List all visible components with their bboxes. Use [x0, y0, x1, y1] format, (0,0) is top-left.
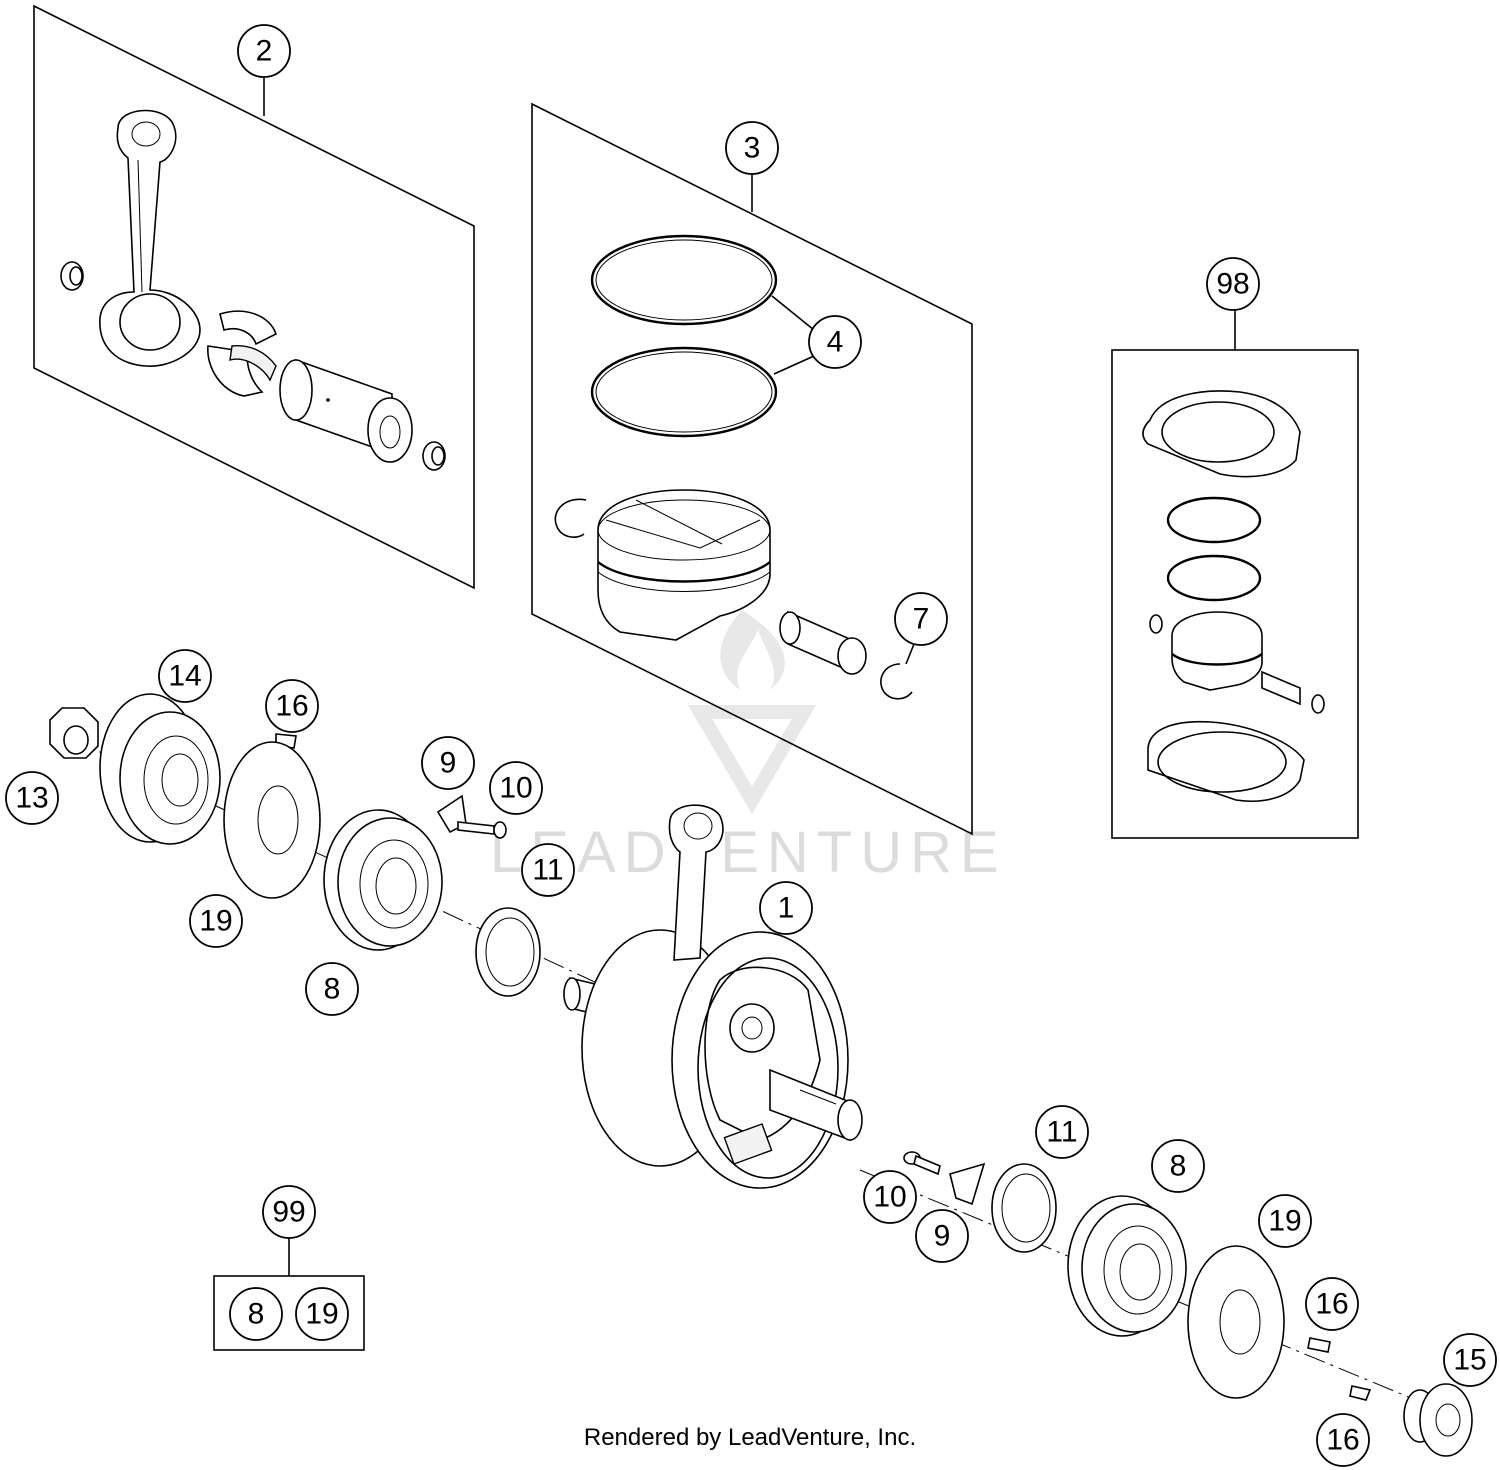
- svg-text:9: 9: [934, 1220, 951, 1253]
- callout-1: 1: [759, 881, 813, 935]
- svg-text:99: 99: [272, 1196, 305, 1229]
- rendered-by-footer: Rendered by LeadVenture, Inc.: [583, 1424, 917, 1451]
- callout-8-right: 8: [1151, 1139, 1205, 1193]
- svg-text:16: 16: [1315, 1288, 1348, 1321]
- panel-98-kit: [1111, 310, 1359, 839]
- crankshaft-assembly: [563, 804, 863, 1189]
- svg-text:15: 15: [1453, 1344, 1486, 1377]
- svg-text:19: 19: [305, 1298, 338, 1331]
- svg-text:98: 98: [1216, 268, 1249, 301]
- svg-text:1: 1: [778, 892, 795, 925]
- callout-98: 98: [1206, 257, 1260, 311]
- callout-99: 99: [262, 1185, 316, 1239]
- svg-text:7: 7: [913, 603, 930, 636]
- svg-text:2: 2: [256, 35, 273, 68]
- svg-text:10: 10: [873, 1181, 906, 1214]
- svg-text:16: 16: [1326, 1424, 1359, 1457]
- svg-text:9: 9: [440, 747, 457, 780]
- svg-text:11: 11: [1046, 1116, 1077, 1149]
- svg-text:4: 4: [827, 326, 844, 359]
- callout-2: 2: [237, 24, 291, 78]
- callout-19-left: 19: [189, 894, 243, 948]
- svg-text:8: 8: [324, 973, 341, 1006]
- svg-text:19: 19: [199, 905, 232, 938]
- svg-text:8: 8: [1170, 1150, 1187, 1183]
- callout-16-right-a: 16: [1305, 1277, 1359, 1331]
- svg-text:14: 14: [168, 660, 201, 693]
- callout-10-left: 10: [489, 761, 543, 815]
- callout-3: 3: [725, 121, 779, 175]
- callout-9-left: 9: [421, 736, 475, 790]
- svg-text:11: 11: [532, 854, 563, 887]
- right-side-parts: [903, 1151, 1473, 1457]
- box-99: [213, 1238, 365, 1351]
- callout-4: 4: [808, 315, 862, 369]
- callout-14: 14: [158, 649, 212, 703]
- panel-piston-kit: [531, 102, 973, 836]
- callout-7: 7: [894, 592, 948, 646]
- svg-text:19: 19: [1268, 1205, 1301, 1238]
- callout-8-left: 8: [305, 962, 359, 1016]
- callout-11-left: 11: [521, 843, 575, 897]
- left-side-parts: [49, 693, 541, 997]
- callout-16-top: 16: [265, 679, 319, 733]
- watermark-text: LEADVENTURE: [490, 820, 1007, 885]
- callout-11-right: 11: [1035, 1105, 1089, 1159]
- svg-text:10: 10: [499, 772, 532, 805]
- callout-19-right: 19: [1258, 1194, 1312, 1248]
- svg-text:3: 3: [744, 132, 761, 165]
- panel-connecting-rod-kit: [33, 4, 475, 590]
- callout-16-right-b: 16: [1316, 1413, 1370, 1467]
- callout-10-right: 10: [863, 1170, 917, 1224]
- svg-text:8: 8: [248, 1298, 265, 1331]
- callout-19-box: 19: [295, 1287, 349, 1341]
- callout-13: 13: [5, 771, 59, 825]
- leadventure-watermark: LEADVENTURE: [490, 610, 1007, 885]
- svg-text:16: 16: [275, 690, 308, 723]
- callout-9-right: 9: [915, 1209, 969, 1263]
- callout-15: 15: [1443, 1333, 1497, 1387]
- svg-text:13: 13: [15, 782, 48, 815]
- callout-8-box: 8: [229, 1287, 283, 1341]
